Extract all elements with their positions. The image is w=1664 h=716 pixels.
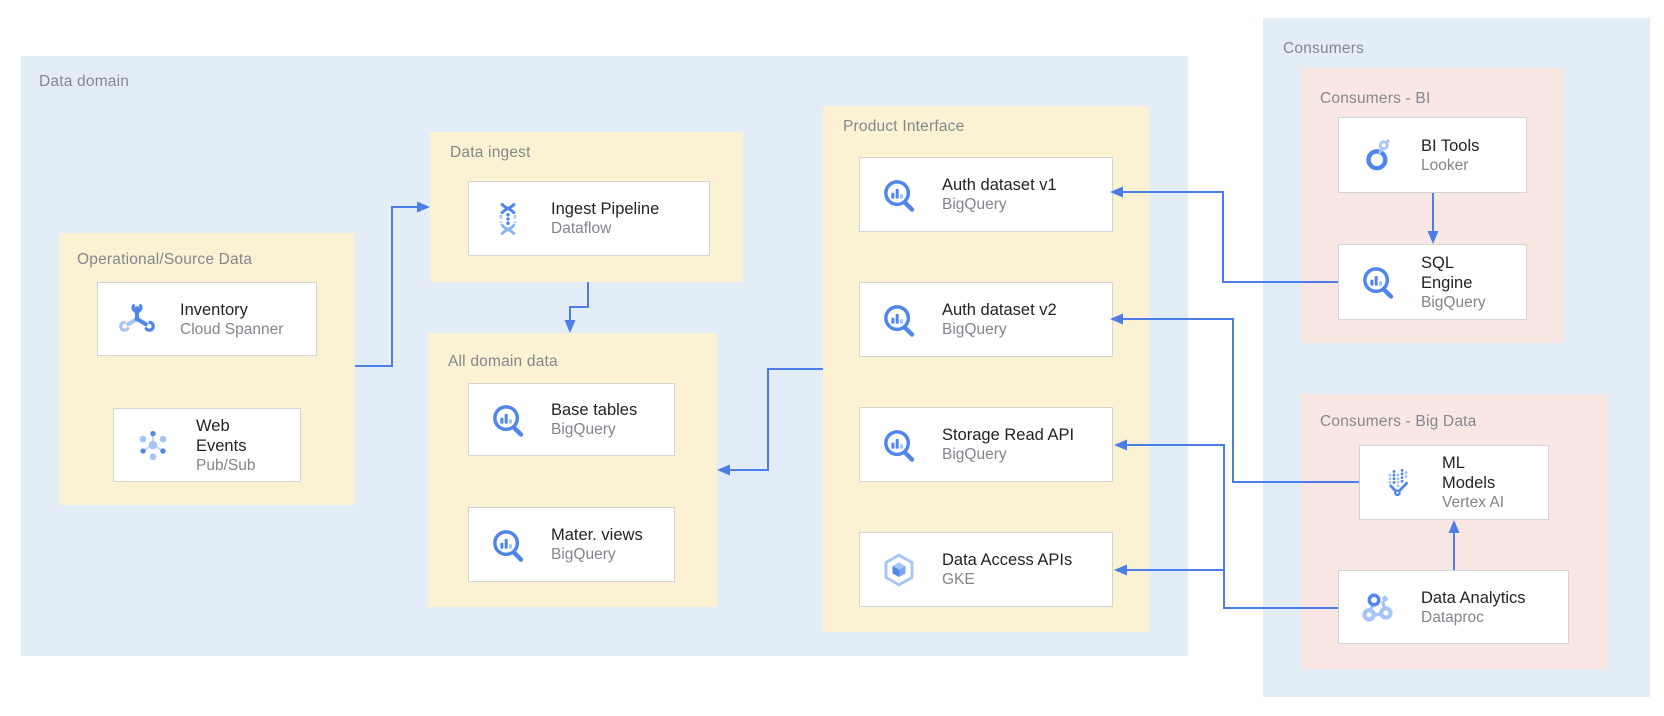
bigquery-icon (489, 526, 527, 564)
card-ingest-pipeline: Ingest Pipeline Dataflow (468, 181, 710, 256)
zone-operational-source-data: Operational/Source Data Inventory Cloud … (59, 233, 355, 505)
product-interface-label: Product Interface (843, 118, 965, 135)
card-subtitle: Looker (1421, 156, 1469, 174)
zone-consumers-big-data: Consumers - Big Data (1301, 394, 1608, 669)
card-inventory: Inventory Cloud Spanner (97, 282, 317, 356)
card-bi-tools: BI Tools Looker (1338, 117, 1527, 193)
card-title: Web Events (196, 416, 247, 455)
card-base-tables: Base tables BigQuery (468, 383, 675, 456)
card-auth-dataset-v2: Auth dataset v2 BigQuery (859, 282, 1113, 357)
gke-icon (880, 551, 918, 589)
card-title: Mater. views (551, 526, 643, 544)
card-subtitle: Vertex AI (1442, 494, 1505, 511)
card-subtitle: BigQuery (942, 196, 1007, 213)
card-title: SQL Engine (1421, 253, 1473, 292)
data-ingest-label: Data ingest (450, 144, 531, 161)
container-consumers: Consumers Consumers - BI BI Tools Looker (1263, 18, 1650, 697)
dataflow-icon (489, 200, 527, 238)
operational-source-data-label: Operational/Source Data (77, 251, 253, 268)
card-title: Storage Read API (942, 426, 1075, 444)
card-auth-dataset-v1: Auth dataset v1 BigQuery (859, 157, 1113, 232)
bigquery-icon (880, 176, 918, 214)
card-subtitle: BigQuery (942, 321, 1007, 338)
card-title: Data Analytics (1421, 588, 1526, 607)
card-subtitle: Dataflow (551, 220, 612, 237)
card-subtitle: BigQuery (942, 446, 1007, 463)
card-subtitle: GKE (942, 571, 975, 588)
card-subtitle: BigQuery (551, 546, 616, 563)
card-title: Data Access APIs (942, 551, 1073, 569)
bigquery-icon (1359, 263, 1397, 301)
card-title: Auth dataset v2 (942, 301, 1057, 319)
card-mater-views: Mater. views BigQuery (468, 507, 675, 582)
consumers-label: Consumers (1283, 40, 1365, 57)
zone-all-domain-data: All domain data Base tables BigQuery (428, 333, 717, 607)
bigquery-icon (880, 301, 918, 339)
card-subtitle: Dataproc (1421, 608, 1484, 626)
pubsub-icon (134, 426, 172, 464)
card-subtitle: BigQuery (551, 421, 616, 438)
card-subtitle: Pub/Sub (196, 456, 256, 474)
consumers-big-data-label: Consumers - Big Data (1320, 413, 1477, 430)
card-storage-read-api: Storage Read API BigQuery (859, 407, 1113, 482)
card-sql-engine: SQL Engine BigQuery (1338, 244, 1527, 320)
data-domain-label: Data domain (39, 73, 130, 90)
looker-icon (1359, 136, 1397, 174)
card-title: Ingest Pipeline (551, 200, 660, 218)
container-data-domain: Data domain Operational/Source Data Inve… (21, 56, 1188, 656)
bigquery-icon (880, 426, 918, 464)
card-title: Inventory (180, 300, 248, 319)
card-data-analytics: Data Analytics Dataproc (1338, 570, 1569, 644)
card-title: BI Tools (1421, 136, 1480, 155)
card-web-events: Web Events Pub/Sub (113, 408, 301, 482)
card-title: Auth dataset v1 (942, 176, 1057, 194)
zone-data-ingest: Data ingest Ingest Pipeline Dataflow (430, 132, 743, 282)
card-ml-models: ML Models Vertex AI (1359, 445, 1549, 520)
card-data-access-apis: Data Access APIs GKE (859, 532, 1113, 607)
card-subtitle: Cloud Spanner (180, 320, 284, 338)
vertex-ai-icon (1380, 464, 1418, 502)
all-domain-data-label: All domain data (448, 353, 558, 370)
cloud-spanner-icon (118, 300, 156, 338)
zone-consumers-bi: Consumers - BI BI Tools Looker (1301, 68, 1563, 343)
zone-product-interface: Product Interface Auth dataset v1 BigQue… (823, 106, 1149, 632)
dataproc-icon (1359, 588, 1397, 626)
card-subtitle: BigQuery (1421, 293, 1486, 311)
bigquery-icon (489, 401, 527, 439)
card-title: ML Models (1442, 454, 1496, 492)
consumers-bi-label: Consumers - BI (1320, 90, 1431, 107)
card-title: Base tables (551, 401, 638, 419)
